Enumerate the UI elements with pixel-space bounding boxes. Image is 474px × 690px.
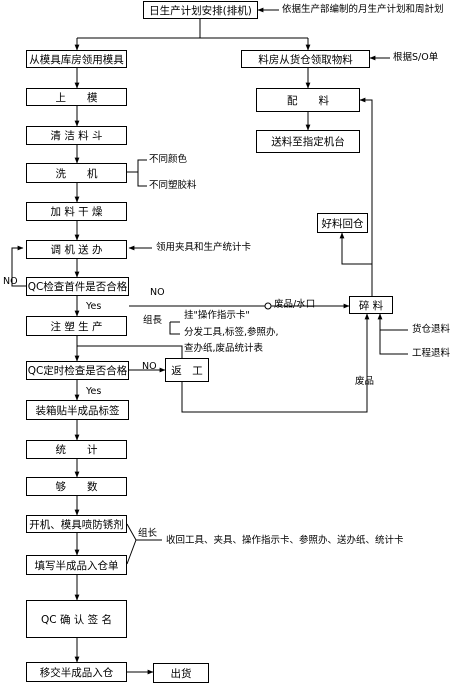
good-return-box: 好料回仓 (317, 213, 368, 233)
fixture-note: 领用夹具和生产统计卡 (156, 242, 252, 253)
wash-machine-box: 洗 机 (26, 163, 127, 183)
leader-label-1: 组長 (143, 315, 163, 326)
add-dry-box: 加 料 干 燥 (26, 202, 127, 221)
tune-machine-box: 调 机 送 办 (26, 240, 127, 259)
clean-hopper-box: 清 洁 料 斗 (26, 126, 127, 145)
yes-label-2: Yes (86, 386, 102, 397)
enough-box: 够 数 (26, 477, 127, 496)
fill-form-box: 填写半成品入仓单 (26, 555, 127, 575)
color-diff-label: 不同颜色 (149, 154, 188, 165)
get-mold-box: 从模具库房领用模具 (26, 50, 127, 68)
distribute-label-1: 分发工具,标签,参照办, (184, 327, 279, 338)
no-label-qc-timed: NO (142, 361, 157, 372)
hang-card-label: 挂"操作指示卡" (184, 310, 250, 321)
plan-note: 依据生产部编制的月生产计划和周計划 (282, 4, 444, 15)
send-material-box: 送料至指定机台 (256, 130, 360, 153)
waste-nozzle-label: 废品/水口 (274, 299, 316, 310)
scrap-label: 废品 (355, 376, 375, 387)
count-box: 统 计 (26, 440, 127, 459)
ship-box: 出货 (153, 663, 209, 683)
pack-label-box: 装箱贴半成品标签 (26, 400, 129, 420)
get-material-box: 料房从货仓领取物料 (241, 50, 370, 68)
warehouse-return-label: 货仓退料 (412, 324, 451, 335)
so-note: 根据S/O单 (393, 52, 439, 63)
transfer-box: 移交半成品入仓 (26, 662, 127, 682)
no-label-loop: NO (3, 276, 18, 287)
collect-tools-label: 收回工具、夹具、操作指示卡、参照办、送办纸、统计卡 (166, 535, 404, 546)
qc-timed-box: QC定时检查是否合格 (26, 361, 129, 380)
schedule-box: 日生产计划安排(排机) (143, 1, 258, 19)
distribute-label-2: 查办纸,废品统计表 (184, 343, 264, 354)
yes-label-1: Yes (86, 301, 102, 312)
crush-box: 碎 料 (349, 296, 393, 314)
rework-box: 返 工 (165, 358, 209, 382)
injection-box: 注 塑 生 产 (26, 316, 127, 336)
engineering-return-label: 工程退料 (412, 348, 451, 359)
stop-rust-box: 开机、模具喷防锈剂 (26, 515, 127, 533)
qc-sign-box: QC 确 认 签 名 (26, 600, 127, 638)
no-label-qc-first: NO (150, 287, 165, 298)
mix-box: 配 料 (256, 88, 360, 112)
leader-label-2: 组长 (138, 528, 158, 539)
plastic-diff-label: 不同塑胶料 (149, 180, 197, 191)
mount-mold-box: 上 模 (26, 88, 127, 106)
qc-first-article-box: QC检查首件是否合格 (26, 277, 129, 296)
